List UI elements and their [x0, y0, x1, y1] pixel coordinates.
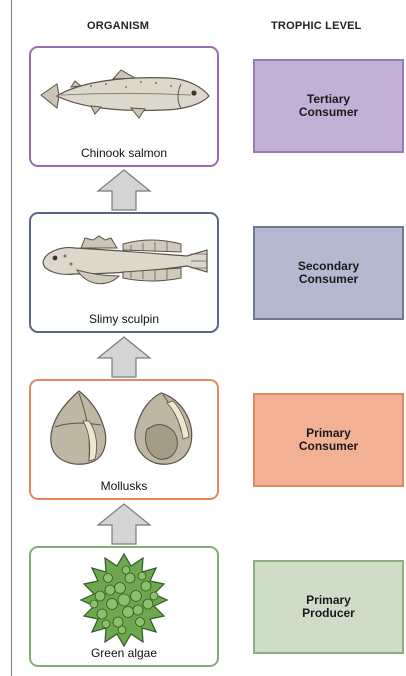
- organism-card-chinook-salmon: Chinook salmon: [29, 46, 219, 167]
- up-arrow-icon: [96, 336, 152, 378]
- organism-card-slimy-sculpin: Slimy sculpin: [29, 212, 219, 333]
- organism-card-mollusks: Mollusks: [29, 379, 219, 500]
- salmon-icon: [31, 48, 217, 143]
- trophic-level-column-header: TROPHIC LEVEL: [271, 20, 362, 32]
- organism-name: Mollusks: [31, 479, 217, 493]
- algae-icon: [31, 548, 217, 648]
- organism-card-green-algae: Green algae: [29, 546, 219, 667]
- snail-shells-icon: [31, 381, 217, 476]
- organism-name: Slimy sculpin: [31, 312, 217, 326]
- sculpin-icon: [31, 214, 217, 309]
- frame-border-line: [11, 0, 12, 676]
- organism-column-header: ORGANISM: [87, 20, 149, 32]
- organism-name: Chinook salmon: [31, 146, 217, 160]
- up-arrow-icon: [96, 503, 152, 545]
- trophic-level-line2: Consumer: [298, 273, 359, 286]
- trophic-level-line2: Consumer: [299, 106, 358, 119]
- trophic-level-line2: Consumer: [299, 440, 358, 453]
- trophic-level-line2: Producer: [302, 607, 355, 620]
- up-arrow-icon: [96, 169, 152, 211]
- organism-name: Green algae: [31, 646, 217, 660]
